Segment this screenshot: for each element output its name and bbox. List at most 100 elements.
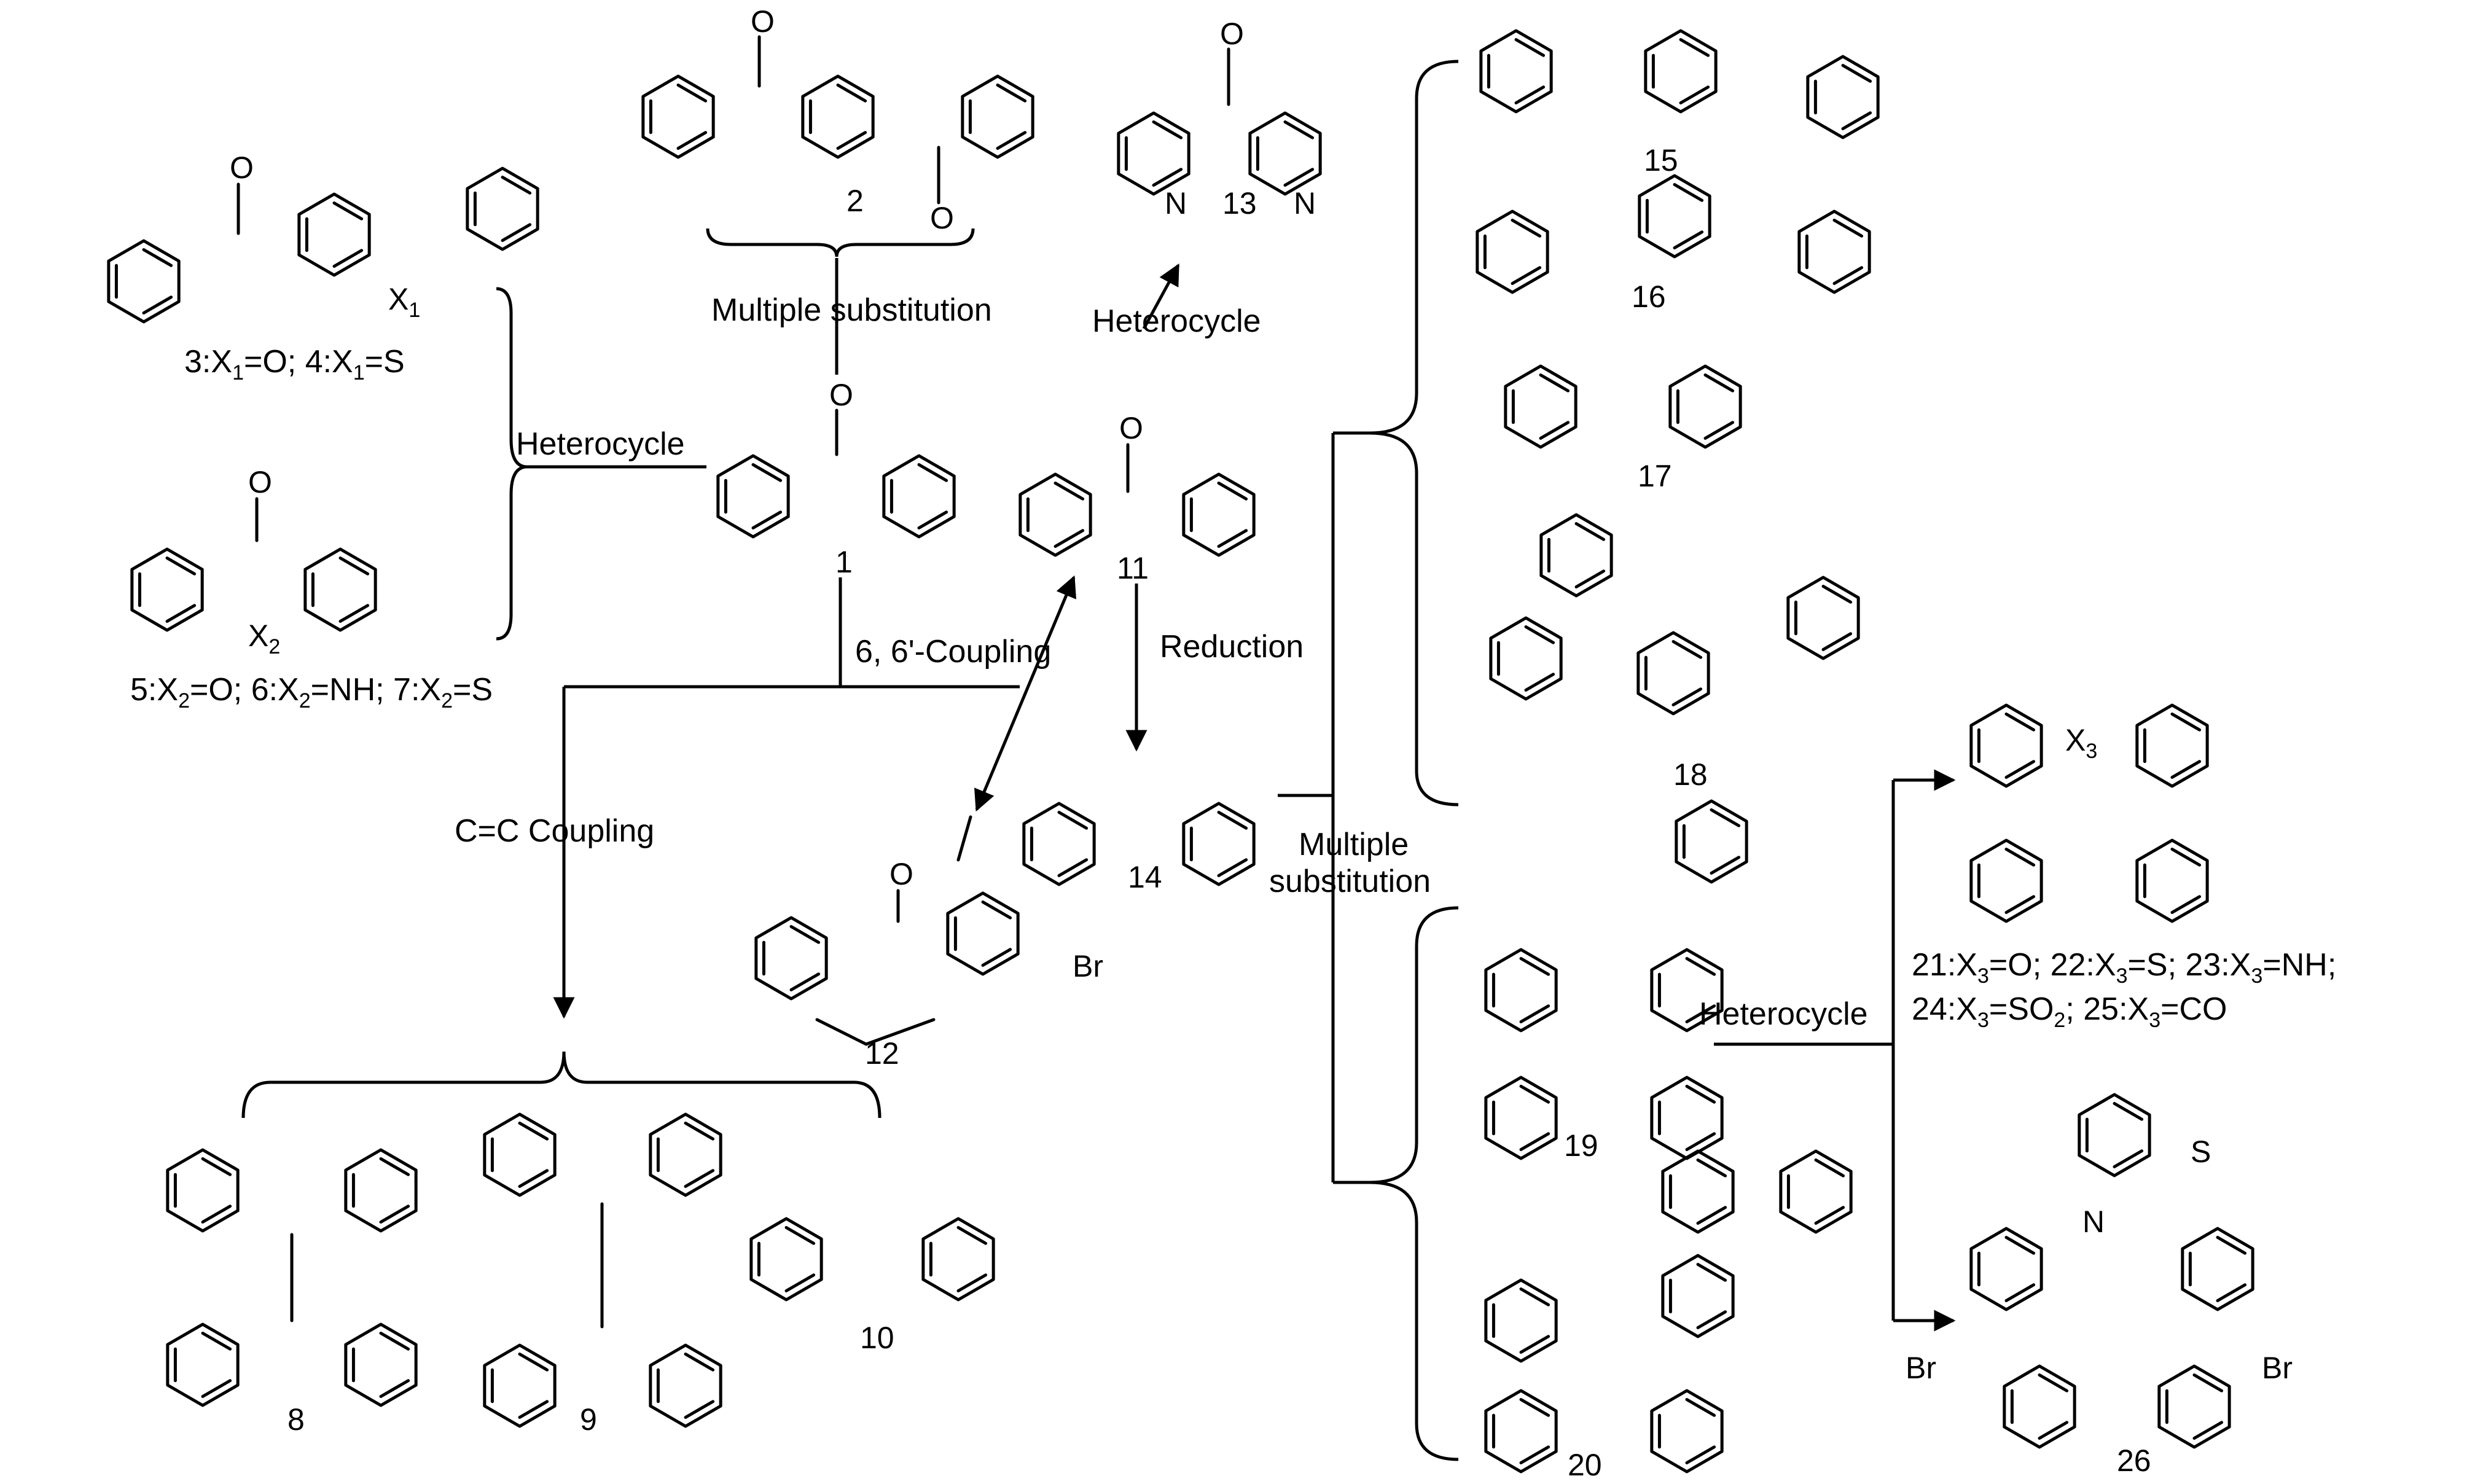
ring-16a xyxy=(1476,209,1549,294)
compound-number-18: 18 xyxy=(1673,757,1708,792)
compound-number-19: 19 xyxy=(1564,1128,1598,1163)
ring-19b xyxy=(1650,948,1724,1033)
bracket-top xyxy=(706,228,975,257)
ring-19a xyxy=(1484,948,1558,1033)
ring-13a xyxy=(1117,111,1190,196)
ring-5a xyxy=(130,547,204,632)
ring-15b xyxy=(1644,29,1718,114)
ring-2c xyxy=(961,74,1034,159)
ring-19d xyxy=(1650,1076,1724,1160)
ring-26a xyxy=(2078,1093,2151,1177)
ring-26c xyxy=(2181,1227,2254,1311)
ring-12a xyxy=(754,916,828,1001)
text-labels: Multiple substitution Heterocycle Hetero… xyxy=(130,4,2336,1482)
ring-1b xyxy=(882,454,956,539)
ring-9d xyxy=(649,1343,722,1428)
compound-number-11: 11 xyxy=(1117,551,1149,585)
ring-20a xyxy=(1661,1149,1735,1234)
bracket-right-upper-a xyxy=(1369,60,1459,435)
label-heterocycle-top: Heterocycle xyxy=(1092,303,1261,339)
bracket-right-lower-a xyxy=(1369,906,1459,1184)
label-coupling-66: 6, 6'-Coupling xyxy=(855,634,1051,670)
compound-number-14: 14 xyxy=(1128,860,1162,894)
ring-14a xyxy=(1022,802,1096,886)
atom-o-2b: O xyxy=(930,201,954,235)
bracket-right-upper-b xyxy=(1369,431,1459,806)
ring-26e xyxy=(2157,1364,2231,1449)
ring-20d xyxy=(1484,1278,1558,1363)
ring-3c xyxy=(466,166,539,251)
atom-br-26b: Br xyxy=(2262,1351,2293,1385)
ring-3a xyxy=(107,239,181,324)
ring-21d xyxy=(2135,838,2209,923)
ring-10b xyxy=(921,1217,995,1302)
ring-12b xyxy=(946,891,1020,976)
ring-9c xyxy=(483,1343,557,1428)
ring-20e xyxy=(1484,1389,1558,1474)
compound-number-16: 16 xyxy=(1632,279,1666,314)
ring-16c xyxy=(1797,209,1871,294)
label-multiple-mid-1: Multiple xyxy=(1299,827,1409,862)
ring-8d xyxy=(344,1322,418,1407)
substituent-caption-24-25: 24:X3=SO2; 25:X3=CO xyxy=(1912,991,2227,1032)
label-heterocycle-right: Heterocycle xyxy=(1699,996,1868,1032)
compound-number-26: 26 xyxy=(2117,1443,2151,1478)
label-multiple-mid-2: substitution xyxy=(1269,864,1431,899)
compound-number-10: 10 xyxy=(860,1321,894,1355)
compound-number-8: 8 xyxy=(287,1402,305,1437)
atom-o-3: O xyxy=(230,150,254,185)
ring-21b xyxy=(2135,703,2209,788)
ring-17b xyxy=(1668,364,1742,449)
ring-21c xyxy=(1969,838,2043,923)
atom-x2: X2 xyxy=(248,619,280,658)
bridge-12a xyxy=(815,1018,868,1046)
ring-20b xyxy=(1779,1149,1853,1234)
ring-2a xyxy=(641,74,715,159)
ring-2b xyxy=(801,74,875,159)
ring-8a xyxy=(166,1148,240,1233)
ring-18c xyxy=(1786,576,1860,660)
ring-10a xyxy=(749,1217,823,1302)
atom-o-5: O xyxy=(248,465,272,499)
bracket-left xyxy=(496,287,528,641)
bracket-bottom xyxy=(241,1051,882,1119)
compound-number-13: 13 xyxy=(1222,186,1257,221)
ring-1a xyxy=(716,454,790,539)
label-heterocycle-left: Heterocycle xyxy=(516,426,685,462)
ring-17c xyxy=(1539,513,1613,598)
ring-11b xyxy=(1182,472,1256,557)
ring-17a xyxy=(1504,364,1578,449)
bracket-right-lower-b xyxy=(1369,1181,1459,1461)
atom-n-13a: N xyxy=(1165,186,1187,221)
ring-3b xyxy=(297,192,371,277)
arrow-11-to-13 xyxy=(1142,263,1180,330)
ring-9a xyxy=(483,1112,557,1197)
atom-s-26: S xyxy=(2191,1134,2211,1169)
ring-5b xyxy=(303,547,377,632)
ring-18b xyxy=(1636,631,1710,716)
compound-number-1: 1 xyxy=(835,545,853,579)
atom-br-26a: Br xyxy=(1906,1351,1936,1385)
methyl-12 xyxy=(956,815,972,862)
bridge-12b xyxy=(864,1018,936,1046)
structures xyxy=(107,29,2254,1474)
compound-number-12: 12 xyxy=(865,1036,899,1071)
atom-o-13: O xyxy=(1220,17,1244,51)
ring-14b xyxy=(1182,802,1256,886)
atom-o-12: O xyxy=(889,857,913,891)
atom-br-12: Br xyxy=(1073,949,1103,983)
ring-15a xyxy=(1479,29,1553,114)
ring-26d xyxy=(2003,1364,2076,1449)
arrow-12-11 xyxy=(974,575,1076,812)
ring-9b xyxy=(649,1112,722,1197)
substituent-caption-21-23: 21:X3=O; 22:X3=S; 23:X3=NH; xyxy=(1912,947,2336,988)
substituent-caption-5-7: 5:X2=O; 6:X2=NH; 7:X2=S xyxy=(130,672,493,713)
compound-number-15: 15 xyxy=(1644,143,1678,178)
compound-number-9: 9 xyxy=(580,1402,597,1437)
atom-n-13b: N xyxy=(1294,186,1316,221)
brackets-and-connectors xyxy=(241,60,1956,1461)
atom-x3: X3 xyxy=(2065,723,2097,763)
ring-19c xyxy=(1484,1076,1558,1160)
ring-15c xyxy=(1806,55,1880,139)
